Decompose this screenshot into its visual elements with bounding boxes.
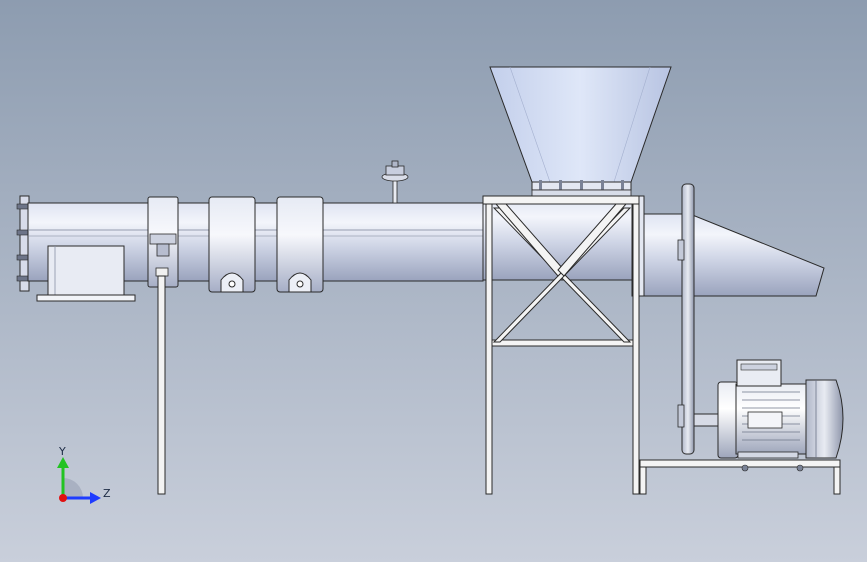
support-clamp-front[interactable]	[147, 196, 179, 288]
triad-z-label: Z	[103, 487, 111, 500]
belt-pulley-drive[interactable]	[677, 183, 695, 455]
electric-motor[interactable]	[693, 359, 844, 472]
feed-hopper[interactable]	[489, 66, 672, 197]
inlet-chute[interactable]	[36, 245, 136, 302]
temperature-probe[interactable]	[381, 160, 409, 204]
stand-frame	[482, 195, 640, 495]
support-clamp-middle-1[interactable]	[208, 196, 256, 293]
motor-base	[639, 459, 841, 495]
support-leg-front	[157, 275, 166, 495]
inlet-flange[interactable]	[16, 195, 30, 292]
triad-y-label: Y	[58, 445, 66, 458]
support-clamp-middle-2[interactable]	[276, 196, 324, 293]
coordinate-triad: Y Z	[57, 445, 111, 504]
